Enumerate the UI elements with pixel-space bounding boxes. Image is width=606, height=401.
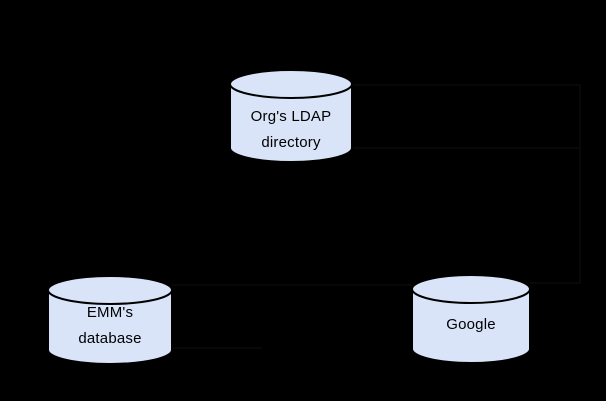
- google-cylinder-body: [411, 288, 531, 364]
- google-label-line1: Google: [446, 316, 496, 333]
- emm-label-line2: database: [78, 330, 142, 347]
- emm-cylinder-top: [47, 275, 173, 305]
- google-cylinder: [411, 274, 531, 364]
- google-label: Google: [412, 312, 530, 338]
- emm-label: EMM's database: [48, 300, 172, 352]
- ldap-label-line2: directory: [261, 134, 321, 151]
- emm-cylinder-body: [47, 289, 173, 365]
- ldap-label: Org's LDAP directory: [230, 104, 352, 156]
- google-cylinder-top: [411, 274, 531, 304]
- emm-cylinder: [47, 275, 173, 365]
- ldap-cylinder-top: [229, 69, 353, 99]
- ldap-cylinder: [229, 69, 353, 163]
- ldap-cylinder-body: [229, 83, 353, 163]
- ldap-label-line1: Org's LDAP: [250, 108, 332, 125]
- emm-label-line1: EMM's: [86, 304, 134, 321]
- connector-lines: [172, 84, 581, 349]
